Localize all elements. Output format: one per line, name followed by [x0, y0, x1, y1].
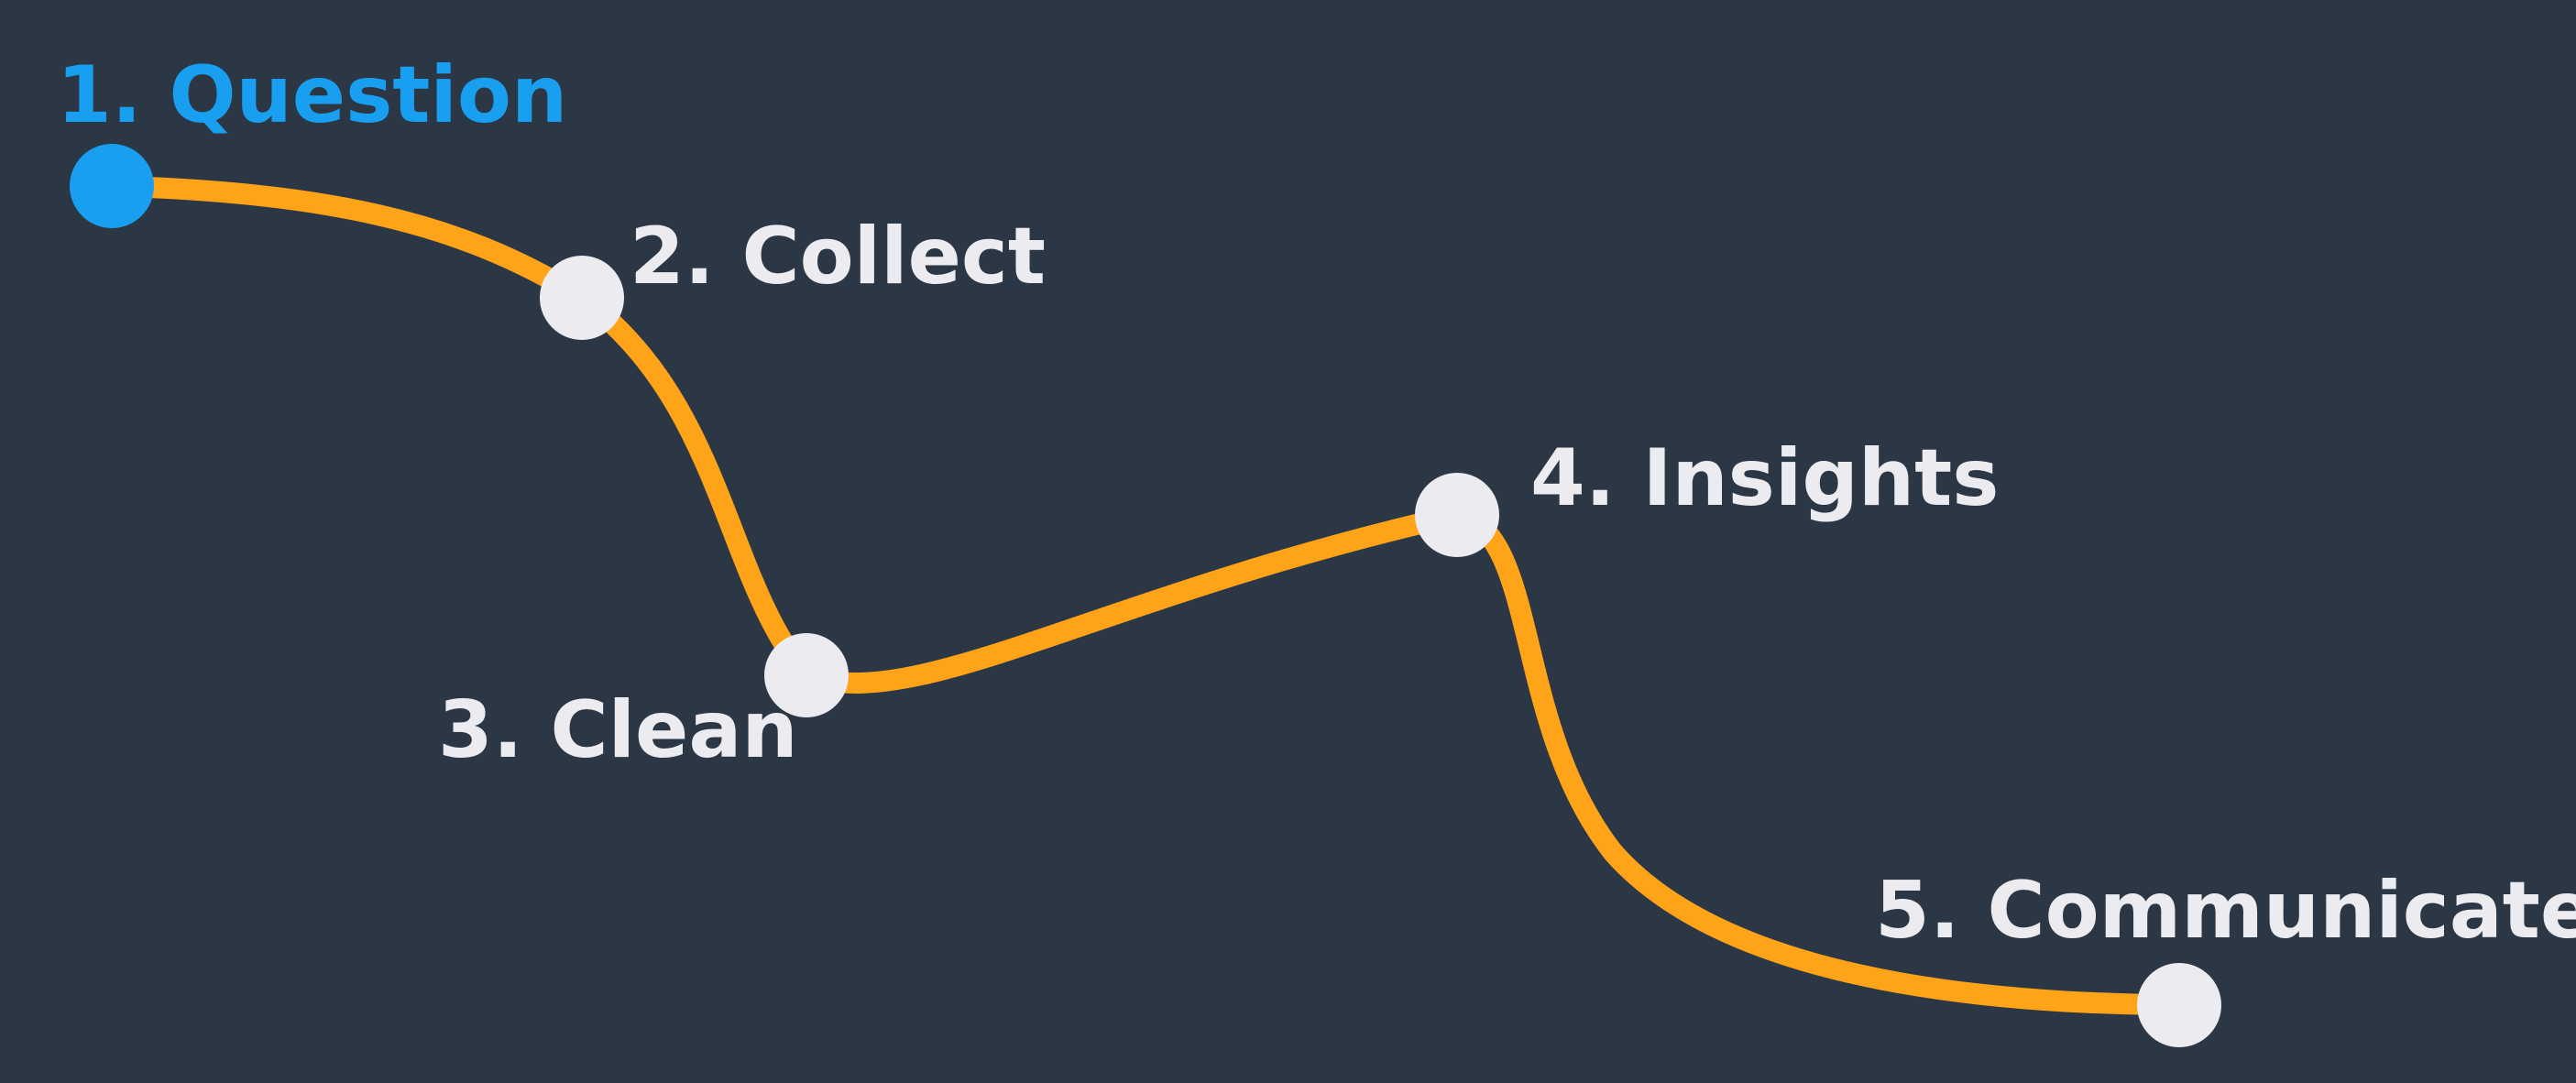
step-1-node[interactable]	[70, 144, 154, 228]
step-2-node[interactable]	[540, 256, 624, 340]
step-5-node[interactable]	[2137, 963, 2221, 1047]
step-1-label: 1. Question	[57, 49, 567, 141]
step-4-label: 4. Insights	[1530, 432, 1999, 524]
step-5-label: 5. Communicate	[1875, 865, 2576, 957]
step-2-label: 2. Collect	[630, 211, 1046, 302]
step-3-node[interactable]	[764, 633, 849, 717]
step-4-node[interactable]	[1415, 473, 1499, 557]
step-3-label: 3. Clean	[438, 684, 798, 776]
workflow-path	[101, 175, 2190, 1016]
